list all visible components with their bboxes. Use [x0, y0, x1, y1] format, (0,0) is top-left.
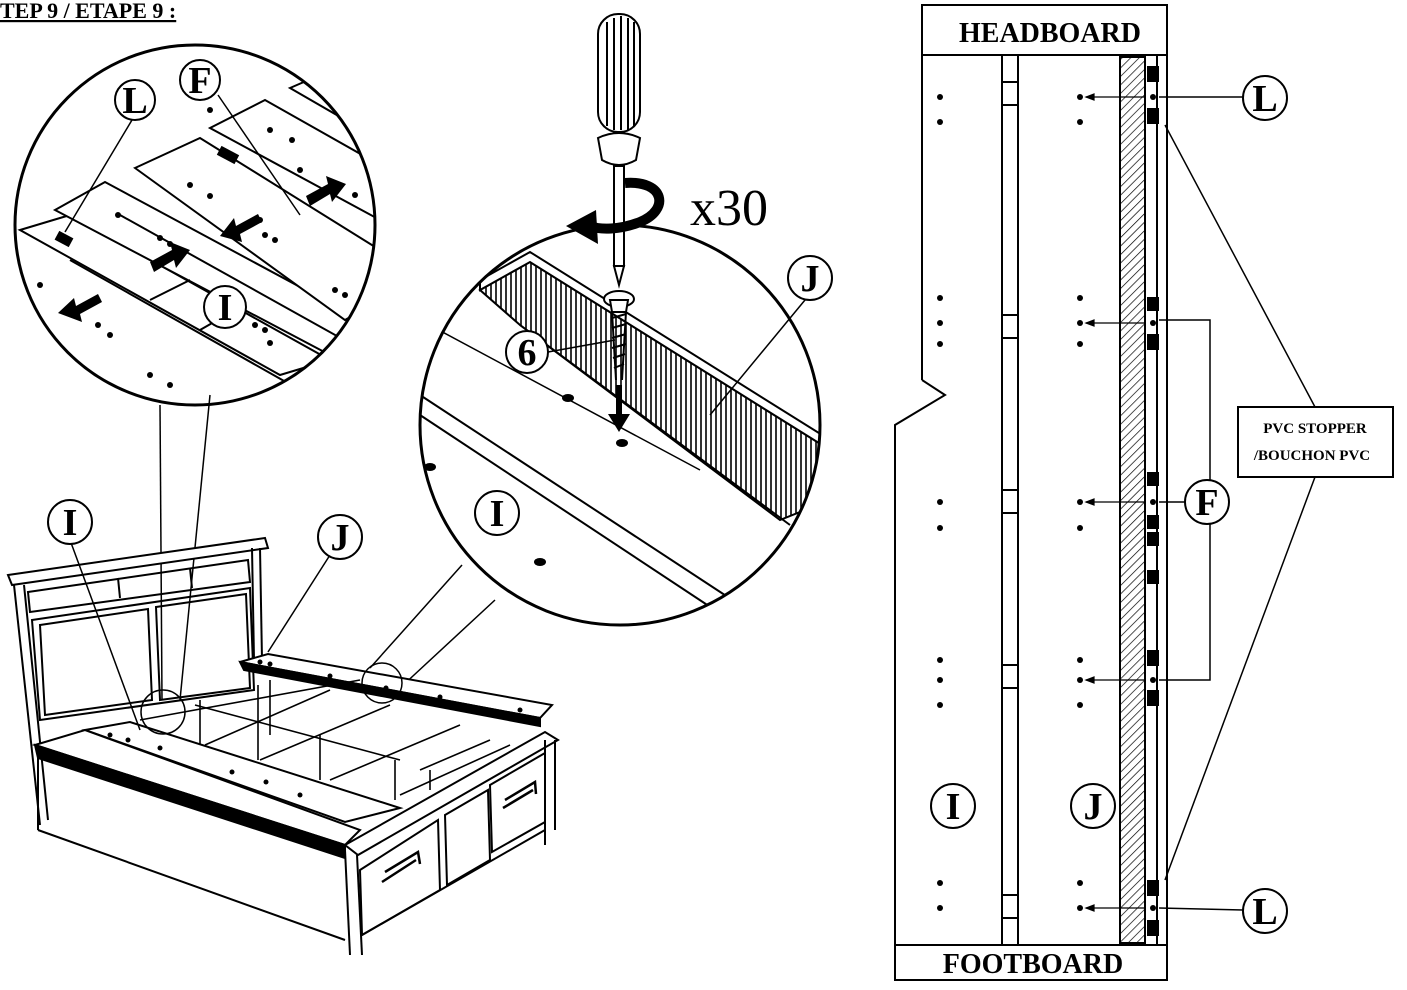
bed-frame-illustration [6, 536, 560, 956]
label-L-left: L [114, 79, 156, 122]
label-J-bed: J [317, 514, 363, 560]
stopper-label-en: PVC STOPPER [1263, 421, 1367, 437]
svg-text:I: I [63, 502, 78, 544]
screwdriver-icon [596, 13, 642, 289]
svg-text:I: I [490, 493, 505, 535]
rotate-arrow-icon [566, 177, 665, 244]
screw-detail-magnifier: 6 J I [418, 223, 833, 627]
svg-text:J: J [1084, 786, 1103, 828]
label-J-mid: J [787, 255, 833, 301]
label-I-plan: I [930, 783, 976, 829]
svg-text:I: I [218, 287, 233, 329]
label-L-bottom: L [1242, 888, 1288, 934]
svg-text:J: J [331, 517, 350, 559]
zoom-marker-rail [361, 662, 403, 704]
svg-text:I: I [946, 786, 961, 828]
quantity-label: x30 [690, 180, 768, 237]
label-I-left-circle: I [203, 285, 247, 329]
label-F-left: F [179, 59, 221, 102]
footboard-label: FOOTBOARD [943, 949, 1123, 980]
slat-detail-magnifier: L F I [13, 43, 377, 407]
svg-text:L: L [1252, 78, 1277, 120]
step-title: TEP 9 / ETAPE 9 : [0, 0, 176, 23]
svg-text:6: 6 [518, 332, 537, 374]
svg-text:L: L [1252, 891, 1277, 933]
headboard-label: HEADBOARD [959, 18, 1141, 49]
label-F-plan: F [1184, 479, 1230, 525]
screw-icon [603, 290, 635, 432]
label-J-plan: J [1070, 783, 1116, 829]
svg-text:L: L [122, 80, 147, 122]
label-L-top: L [1242, 75, 1288, 121]
label-6: 6 [505, 330, 549, 374]
label-I-bed: I [47, 499, 93, 545]
svg-text:F: F [188, 60, 211, 102]
zoom-marker-slat [140, 689, 186, 735]
stopper-label-fr: /BOUCHON PVC [1253, 448, 1370, 464]
svg-text:J: J [801, 258, 820, 300]
svg-text:F: F [1195, 482, 1218, 524]
label-I-mid: I [474, 490, 520, 536]
top-plan-view: HEADBOARD FOOTBOARD [894, 4, 1394, 981]
